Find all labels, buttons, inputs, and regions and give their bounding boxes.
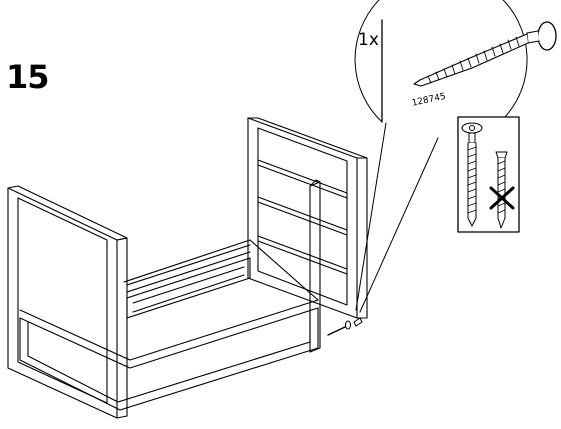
step-number: 15 <box>6 58 50 96</box>
screw-icon <box>413 21 557 87</box>
quantity-label: 1x <box>358 30 379 50</box>
small-screw-icon <box>327 317 363 336</box>
magnifier-callout <box>354 0 528 313</box>
bed-frame-icon <box>7 117 368 419</box>
x-mark-icon <box>489 186 515 210</box>
tapered-screw-icon <box>495 151 508 229</box>
flat-head-bolt-icon <box>461 122 483 227</box>
comparison-box <box>457 116 520 233</box>
